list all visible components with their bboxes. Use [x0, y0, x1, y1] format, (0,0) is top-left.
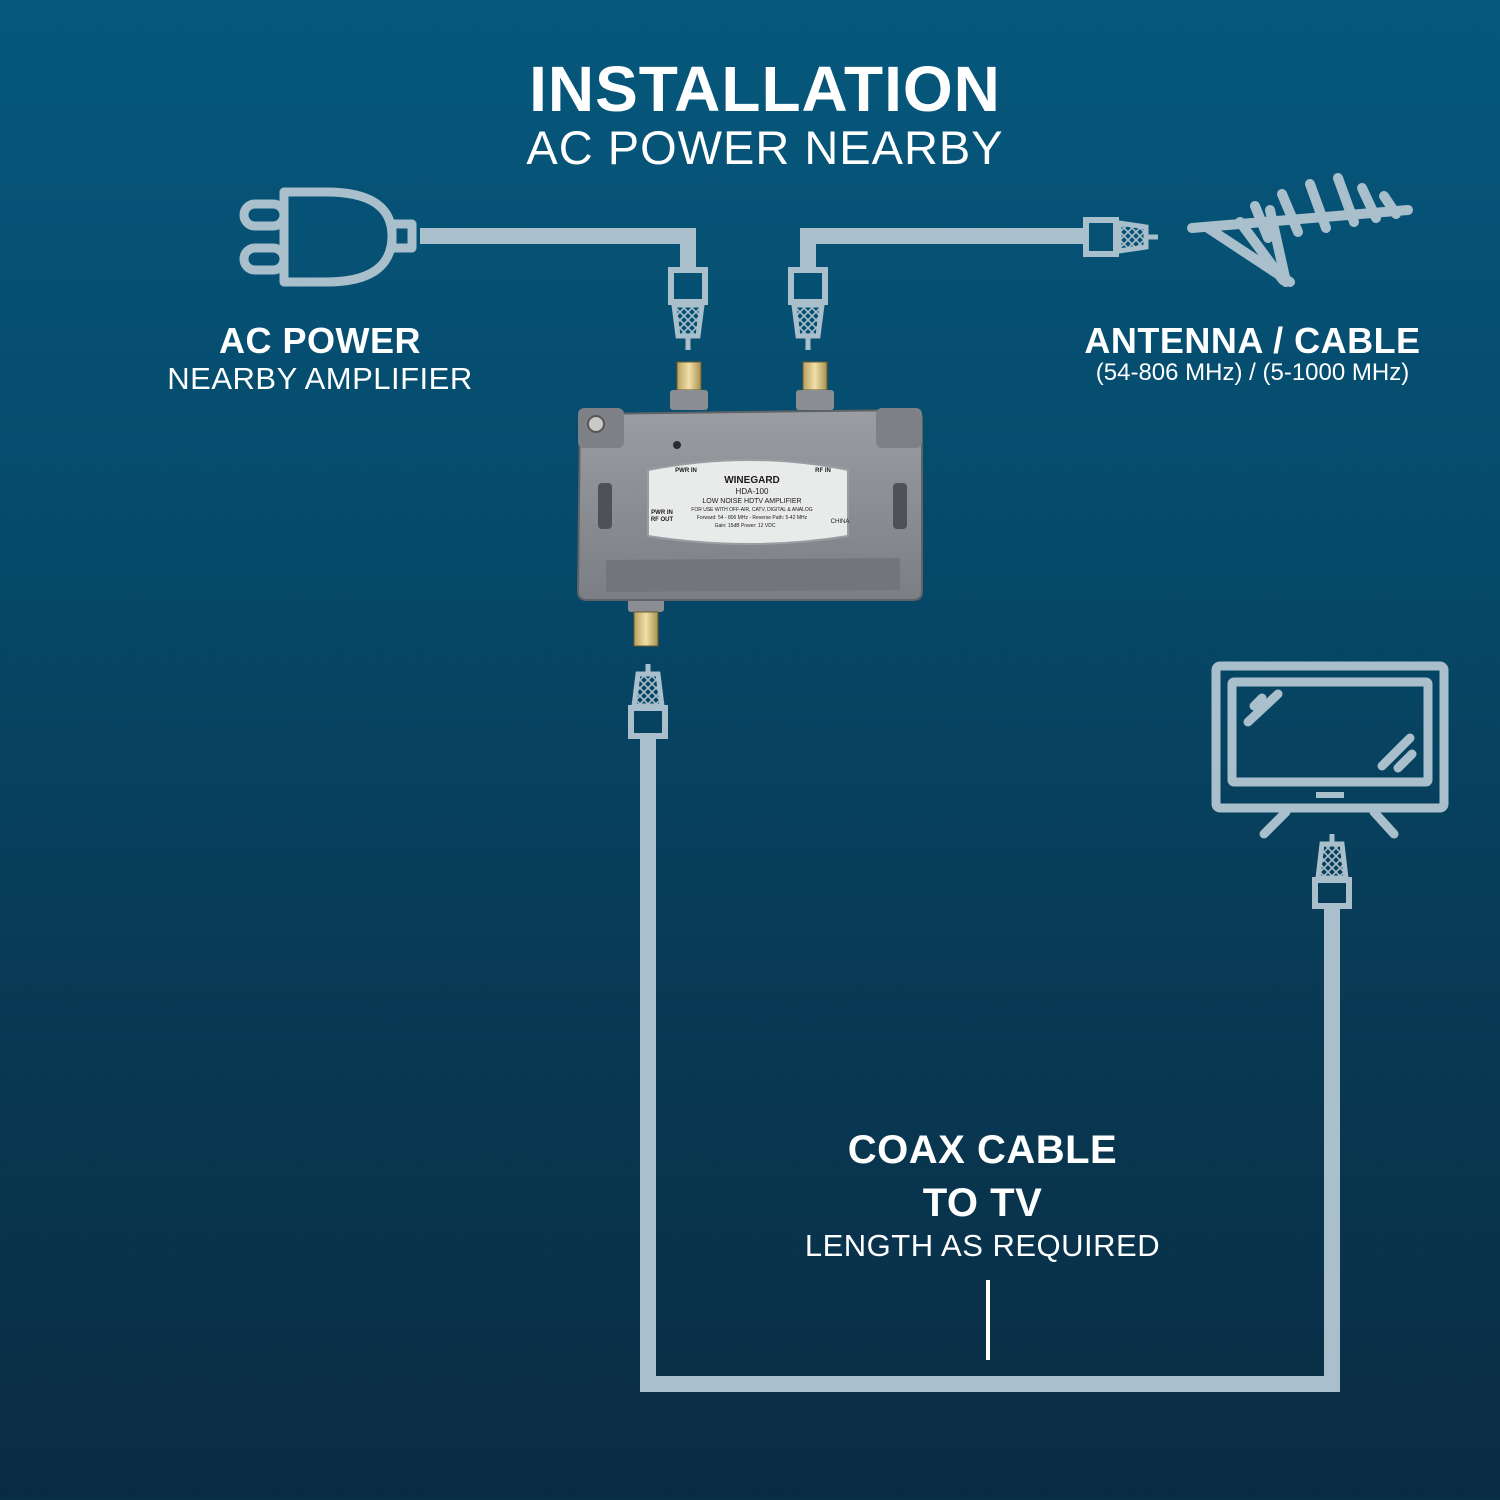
- device-use-line: FOR USE WITH OFF-AIR, CATV, DIGITAL & AN…: [691, 507, 813, 513]
- ac-power-title: AC POWER: [219, 320, 421, 361]
- device-origin: CHINA: [831, 519, 850, 525]
- device-model: HDA-100: [736, 487, 769, 496]
- coax-connector-icon: [788, 267, 828, 350]
- rf-in-port: [670, 361, 708, 410]
- cables: [420, 228, 1340, 1392]
- antenna-frequency: (54-806 MHz) / (5-1000 MHz): [1095, 359, 1410, 386]
- coax-connector-icon: [1312, 834, 1352, 909]
- device-port-label-out-1: PWR IN: [651, 510, 673, 516]
- coax-connector-icon: [668, 267, 708, 350]
- page-title: INSTALLATION: [529, 53, 1001, 125]
- device-frequency-line: Forward: 54 - 806 MHz - Reverse Path: 5-…: [697, 515, 808, 521]
- tv-icon: [1211, 661, 1449, 839]
- antenna-title: ANTENNA / CABLE: [1084, 320, 1421, 361]
- device-port-label-rf-in: RF IN: [815, 468, 831, 474]
- coax-title-line2: TO TV: [922, 1181, 1043, 1225]
- device-brand: WINEGARD: [724, 475, 780, 486]
- rf-out-port: [628, 596, 664, 647]
- pwr-in-port: [796, 361, 834, 410]
- power-cable: [420, 228, 696, 270]
- device-port-label-out-2: RF OUT: [651, 517, 674, 523]
- coax-title-line1: COAX CABLE: [847, 1128, 1118, 1172]
- ac-power-subtitle: NEARBY AMPLIFIER: [167, 361, 473, 396]
- amplifier-device: WINEGARD HDA-100 LOW NOISE HDTV AMPLIFIE…: [576, 361, 923, 647]
- device-port-label-pwr-in: PWR IN: [675, 468, 697, 474]
- antenna-cable: [800, 228, 1088, 270]
- antenna-icon: [1187, 173, 1413, 287]
- coax-connector-icon: [628, 664, 668, 739]
- coax-connector-icon: [1083, 217, 1158, 257]
- coax-cable-to-tv: [640, 736, 1340, 1392]
- device-power-line: Gain: 15dB Power: 12 VDC: [715, 523, 776, 529]
- plug-icon: [239, 187, 417, 287]
- page-subtitle: AC POWER NEARBY: [526, 121, 1004, 174]
- coax-subtitle: LENGTH AS REQUIRED: [804, 1228, 1161, 1263]
- device-description: LOW NOISE HDTV AMPLIFIER: [702, 498, 801, 505]
